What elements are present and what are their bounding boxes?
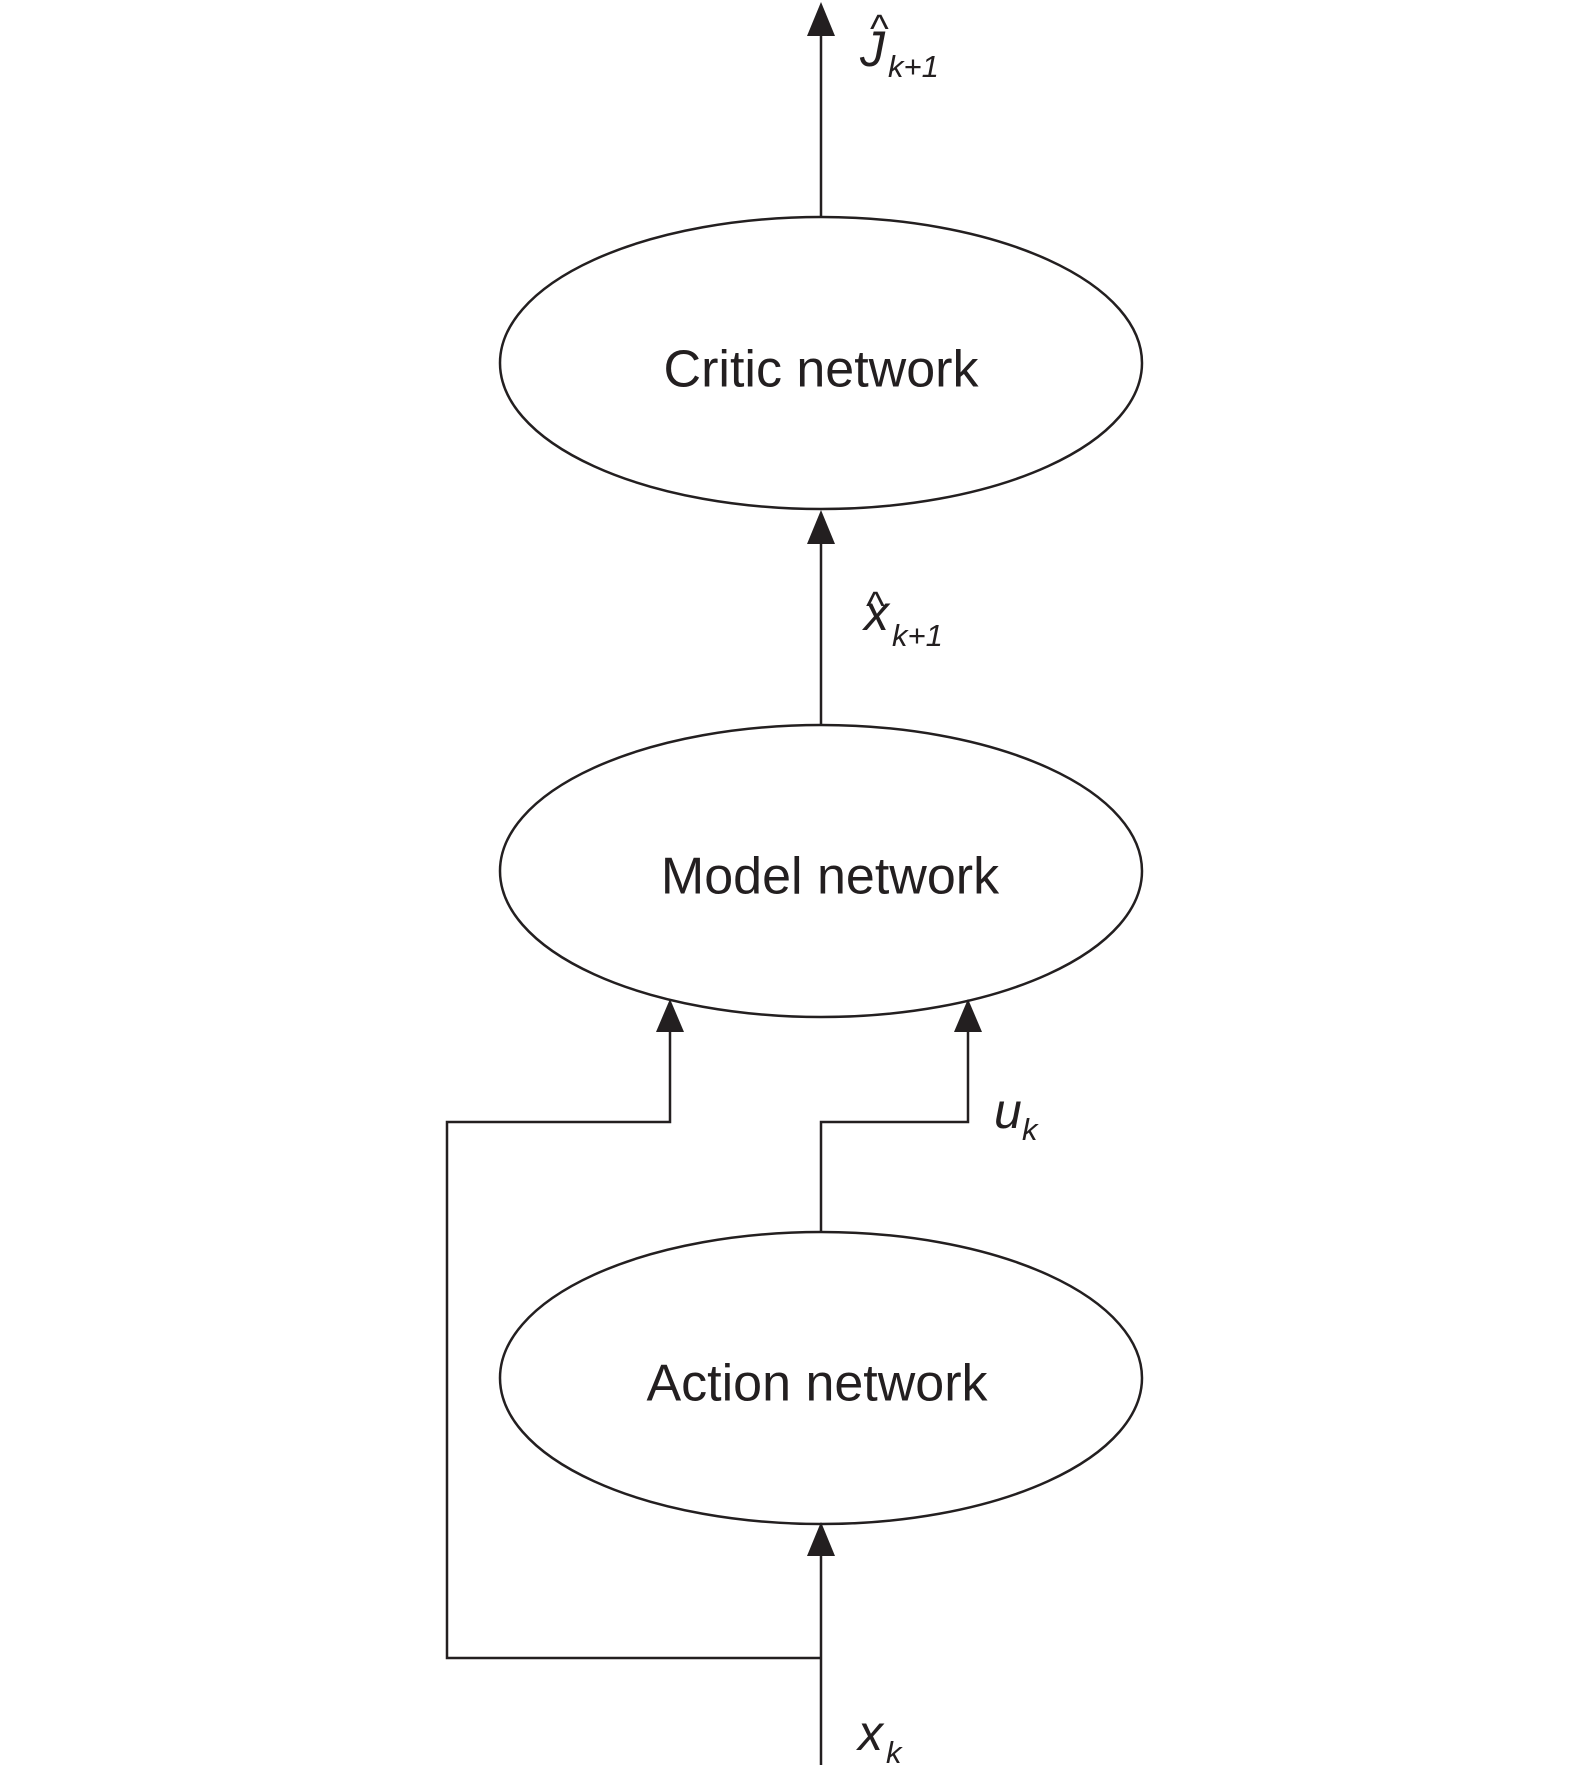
u-signal-label: u k [994, 1083, 1039, 1147]
j-hat-accent: ^ [870, 7, 889, 51]
x-hat-symbol: x [862, 585, 891, 641]
action-to-model-arrowhead [954, 999, 982, 1032]
x-signal-label: x k [856, 1705, 903, 1769]
model-network-node: Model network [498, 723, 1144, 1019]
critic-output-arrow [807, 2, 835, 217]
u-symbol: u [994, 1083, 1022, 1139]
critic-output-arrowhead [807, 2, 835, 36]
model-to-critic-arrow [807, 510, 835, 725]
x-hat-subscript: k+1 [892, 618, 943, 653]
model-network-label: Model network [661, 848, 1000, 906]
critic-network-label: Critic network [664, 341, 980, 399]
x-subscript: k [886, 1735, 903, 1769]
model-to-critic-arrowhead [807, 510, 835, 544]
input-to-action-arrow [807, 1522, 835, 1765]
j-hat-symbol: J [859, 21, 886, 77]
action-network-label: Action network [646, 1355, 988, 1413]
j-hat-subscript: k+1 [888, 49, 939, 84]
action-to-model-line [819, 1026, 970, 1232]
x-hat-accent: ^ [866, 584, 885, 628]
action-network-node: Action network [498, 1230, 1144, 1526]
critic-network-node: Critic network [498, 215, 1144, 511]
input-to-model-line [445, 1026, 821, 1660]
action-to-model-arrow [819, 999, 982, 1232]
input-to-model-arrow [445, 999, 821, 1660]
input-to-action-arrowhead [807, 1522, 835, 1556]
x-symbol: x [856, 1705, 885, 1761]
x-hat-signal-label: ^ x k+1 [862, 584, 943, 653]
u-subscript: k [1022, 1112, 1039, 1147]
j-hat-signal-label: ^ J k+1 [859, 7, 939, 84]
input-to-model-arrowhead [656, 999, 684, 1032]
